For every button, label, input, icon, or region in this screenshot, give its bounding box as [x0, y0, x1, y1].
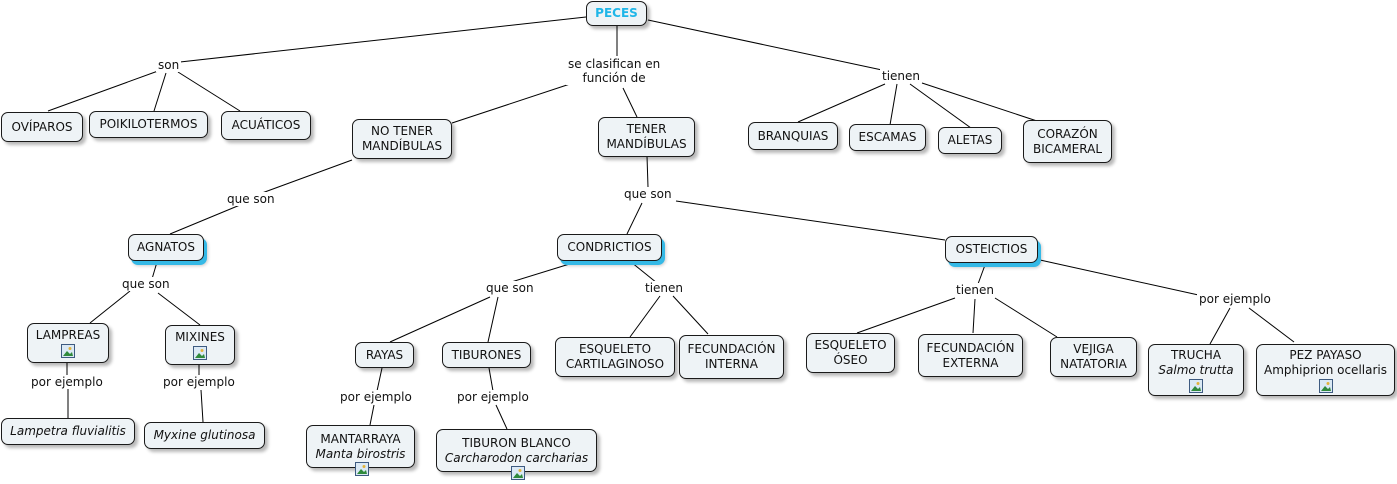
image-icon[interactable] — [193, 346, 207, 360]
node-no-tener-mandibulas[interactable]: NO TENER MANDÍBULAS — [352, 119, 452, 159]
node-osteictios[interactable]: OSTEICTIOS — [945, 236, 1038, 263]
node-oviparos-label: OVÍPAROS — [11, 119, 73, 134]
node-myxine-glutinosa[interactable]: Myxine glutinosa — [144, 422, 265, 449]
node-osteictios-label: OSTEICTIOS — [955, 242, 1028, 256]
link-label-que-son-tener: que son — [622, 187, 674, 201]
root-label: PECES — [595, 6, 638, 20]
node-tiburones[interactable]: TIBURONES — [442, 342, 531, 368]
link-label-por-ejemplo-osteictios: por ejemplo — [1197, 292, 1273, 306]
node-tener-line1: TENER — [626, 122, 667, 136]
link-label-que-son-no-tener: que son — [225, 192, 277, 206]
node-trucha-line2: Salmo trutta — [1158, 362, 1234, 377]
link-label-tienen-condrictios: tienen — [643, 281, 686, 295]
node-rayas-label: RAYAS — [365, 347, 404, 362]
node-poikilotermos[interactable]: POIKILOTERMOS — [89, 111, 208, 138]
node-agnatos-label: AGNATOS — [137, 240, 195, 254]
image-icon[interactable] — [355, 462, 369, 476]
node-esqueleto-cartilaginoso[interactable]: ESQUELETO CARTILAGINOSO — [555, 337, 675, 377]
link-label-que-son-agnatos: que son — [120, 277, 172, 291]
node-esq-cart-line1: ESQUELETO — [578, 342, 652, 356]
link-label-se-clasifican-line1: se clasifican en — [568, 57, 661, 71]
link-label-se-clasifican: se clasifican en función de — [566, 57, 663, 85]
node-trucha[interactable]: TRUCHA Salmo trutta — [1148, 344, 1244, 396]
node-tiburon-blanco-line1: TIBURON BLANCO — [462, 435, 571, 450]
link-label-por-ejemplo-rayas: por ejemplo — [338, 390, 414, 404]
node-tener-line2: MANDÍBULAS — [606, 137, 687, 151]
node-tiburon-blanco-line2: Carcharodon carcharias — [444, 450, 589, 465]
root-node-peces[interactable]: PECES — [586, 1, 647, 26]
node-fec-int-line2: INTERNA — [705, 357, 758, 371]
node-corazon-line2: BICAMERAL — [1032, 141, 1103, 156]
node-tiburon-blanco[interactable]: TIBURON BLANCO Carcharodon carcharias — [436, 429, 597, 480]
node-branquias-label: BRANQUIAS — [757, 128, 829, 143]
node-no-tener-line2: MANDÍBULAS — [361, 139, 443, 153]
node-acuaticos[interactable]: ACUÁTICOS — [221, 111, 311, 140]
node-tiburones-label: TIBURONES — [451, 347, 522, 362]
node-vejiga-line2: NATATORIA — [1060, 357, 1127, 371]
node-lampreas[interactable]: LAMPREAS — [27, 323, 109, 363]
node-rayas[interactable]: RAYAS — [355, 342, 414, 368]
node-condrictios-label: CONDRICTIOS — [567, 240, 652, 254]
node-fec-ext-line1: FECUNDACIÓN — [926, 340, 1015, 355]
node-aletas-label: ALETAS — [947, 133, 993, 147]
image-icon[interactable] — [61, 344, 75, 358]
link-label-se-clasifican-line2: función de — [582, 71, 646, 85]
node-corazon-line1: CORAZÓN — [1037, 126, 1098, 141]
node-fecundacion-interna[interactable]: FECUNDACIÓN INTERNA — [679, 335, 784, 379]
node-mantarraya-line1: MANTARRAYA — [320, 431, 401, 446]
node-esqueleto-oseo[interactable]: ESQUELETO ÓSEO — [806, 333, 895, 373]
image-icon[interactable] — [1318, 378, 1333, 393]
node-aletas[interactable]: ALETAS — [938, 127, 1002, 154]
node-myxine-label: Myxine glutinosa — [153, 428, 256, 442]
node-poikilotermos-label: POIKILOTERMOS — [99, 117, 198, 131]
node-escamas[interactable]: ESCAMAS — [849, 124, 926, 151]
node-tener-mandibulas[interactable]: TENER MANDÍBULAS — [598, 117, 695, 157]
node-escamas-label: ESCAMAS — [858, 130, 917, 144]
node-pez-payaso-line2: Amphiprion ocellaris — [1264, 362, 1387, 377]
node-mantarraya[interactable]: MANTARRAYA Manta birostris — [306, 425, 415, 476]
node-trucha-line1: TRUCHA — [1170, 347, 1222, 362]
node-pez-payaso-line1: PEZ PAYASO — [1289, 347, 1362, 362]
node-condrictios[interactable]: CONDRICTIOS — [557, 234, 662, 261]
node-fec-ext-line2: EXTERNA — [942, 355, 999, 370]
node-esq-oseo-line2: ÓSEO — [833, 353, 868, 367]
image-icon[interactable] — [511, 466, 525, 480]
link-label-tienen-top: tienen — [880, 69, 923, 83]
link-label-tienen-osteictios: tienen — [954, 283, 997, 297]
node-corazon-bicameral[interactable]: CORAZÓN BICAMERAL — [1023, 120, 1112, 163]
node-fec-int-line1: FECUNDACIÓN — [687, 342, 776, 356]
link-label-que-son-condrictios: que son — [484, 281, 536, 295]
image-icon[interactable] — [1189, 378, 1203, 393]
node-mantarraya-line2: Manta birostris — [315, 446, 406, 461]
node-esq-cart-line2: CARTILAGINOSO — [565, 357, 665, 371]
node-mixines-label: MIXINES — [175, 330, 225, 344]
link-label-por-ejemplo-mixines: por ejemplo — [161, 375, 237, 389]
node-pez-payaso[interactable]: PEZ PAYASO Amphiprion ocellaris — [1256, 344, 1395, 396]
node-mixines[interactable]: MIXINES — [165, 325, 235, 365]
node-vejiga-line1: VEJIGA — [1073, 342, 1114, 356]
node-no-tener-line1: NO TENER — [370, 124, 434, 138]
node-agnatos[interactable]: AGNATOS — [128, 234, 204, 261]
node-esq-oseo-line1: ESQUELETO — [814, 338, 887, 352]
link-label-son: son — [156, 58, 182, 72]
link-label-por-ejemplo-lampreas: por ejemplo — [29, 375, 105, 389]
node-fecundacion-externa[interactable]: FECUNDACIÓN EXTERNA — [918, 334, 1023, 377]
link-label-por-ejemplo-tiburones: por ejemplo — [455, 390, 531, 404]
node-acuaticos-label: ACUÁTICOS — [231, 118, 301, 132]
node-lampreas-label: LAMPREAS — [35, 328, 101, 342]
node-lampetra-fluvialitis[interactable]: Lampetra fluvialitis — [1, 418, 135, 445]
node-oviparos[interactable]: OVÍPAROS — [1, 112, 83, 142]
node-branquias[interactable]: BRANQUIAS — [748, 122, 838, 150]
node-lampetra-label: Lampetra fluvialitis — [10, 424, 126, 438]
node-vejiga-natatoria[interactable]: VEJIGA NATATORIA — [1050, 337, 1137, 377]
